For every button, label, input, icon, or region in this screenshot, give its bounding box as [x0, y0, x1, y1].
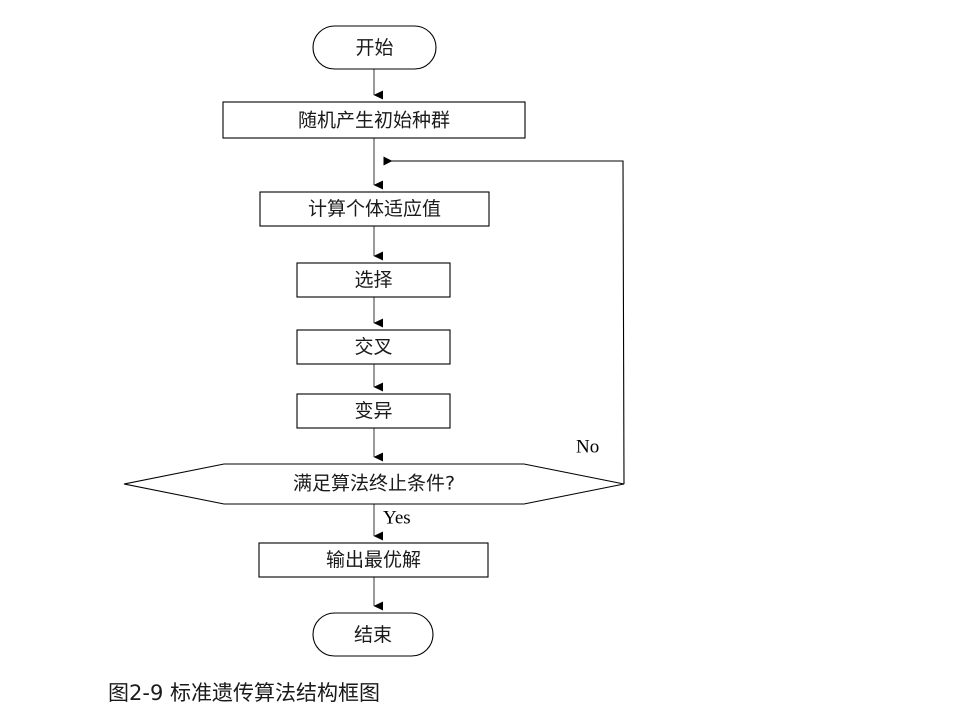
selection-label: 选择	[354, 269, 392, 291]
start-label: 开始	[355, 37, 393, 59]
node-end: 结束	[312, 612, 434, 657]
edge-label-yes: Yes	[383, 507, 411, 528]
connector-feedback-no-loop	[383, 156, 625, 485]
output-label: 输出最优解	[326, 549, 421, 571]
crossover-shape	[296, 329, 451, 365]
init-population-shape	[222, 101, 526, 139]
node-selection: 选择	[296, 262, 451, 298]
node-decision: 满足算法终止条件?	[123, 463, 625, 505]
mutation-label: 变异	[354, 400, 392, 422]
node-fitness: 计算个体适应值	[259, 191, 490, 227]
edge-label-no: No	[576, 436, 599, 457]
crossover-label: 交叉	[354, 336, 392, 358]
node-mutation: 变异	[296, 393, 451, 429]
node-crossover: 交叉	[296, 329, 451, 365]
decision-label: 满足算法终止条件?	[293, 473, 455, 495]
output-shape	[258, 542, 489, 578]
figure-caption: 图2-9 标准遗传算法结构框图	[108, 681, 380, 705]
mutation-shape	[296, 393, 451, 429]
end-label: 结束	[354, 624, 392, 646]
init-population-label: 随机产生初始种群	[298, 110, 450, 132]
end-shape	[312, 612, 434, 657]
fitness-shape	[259, 191, 490, 227]
selection-shape	[296, 262, 451, 298]
node-start: 开始	[312, 25, 437, 70]
decision-shape	[123, 463, 625, 505]
node-output: 输出最优解	[258, 542, 489, 578]
fitness-label: 计算个体适应值	[308, 198, 441, 220]
start-shape	[312, 25, 437, 70]
node-init-population: 随机产生初始种群	[222, 101, 526, 139]
